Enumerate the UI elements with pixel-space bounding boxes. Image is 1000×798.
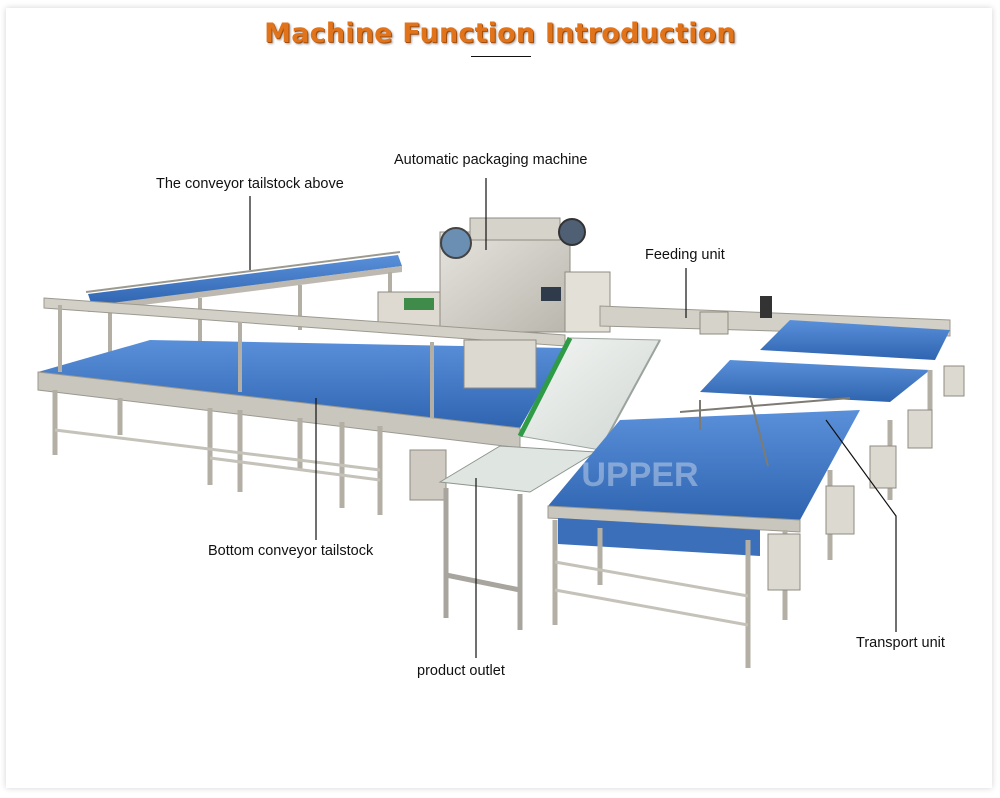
- leader-transport-unit: [825, 419, 897, 632]
- label-packaging-machine: Automatic packaging machine: [394, 152, 588, 168]
- transport-motor-boxes: [767, 365, 965, 591]
- label-product-outlet: product outlet: [417, 663, 505, 679]
- transport-belt-mid: [700, 360, 930, 402]
- film-roll-right: [558, 218, 586, 246]
- title-underline: [471, 56, 531, 57]
- packaging-machine: [377, 217, 611, 333]
- bottom-conveyor: [37, 297, 566, 515]
- watermark: UPPER: [581, 456, 698, 494]
- bottom-conveyor-motor-box: [463, 339, 537, 389]
- transport-belt-front: [548, 410, 860, 520]
- control-screen: [541, 287, 561, 301]
- label-bottom-conveyor-tailstock: Bottom conveyor tailstock: [208, 543, 374, 559]
- film-roll-left: [440, 227, 472, 259]
- transport-belt-back: [760, 320, 950, 360]
- transport-unit: [547, 320, 965, 668]
- leader-lines: [249, 178, 897, 658]
- label-feeding-unit: Feeding unit: [645, 247, 725, 263]
- page-title: Machine Function Introduction: [264, 18, 736, 49]
- label-conveyor-tailstock-above: The conveyor tailstock above: [156, 176, 344, 192]
- upper-conveyor-belt: [88, 255, 402, 306]
- bottom-conveyor-posts: [58, 305, 434, 418]
- transport-side: [547, 505, 801, 533]
- upper-conveyor-frame: [88, 266, 402, 312]
- label-transport-unit: Transport unit: [856, 635, 945, 651]
